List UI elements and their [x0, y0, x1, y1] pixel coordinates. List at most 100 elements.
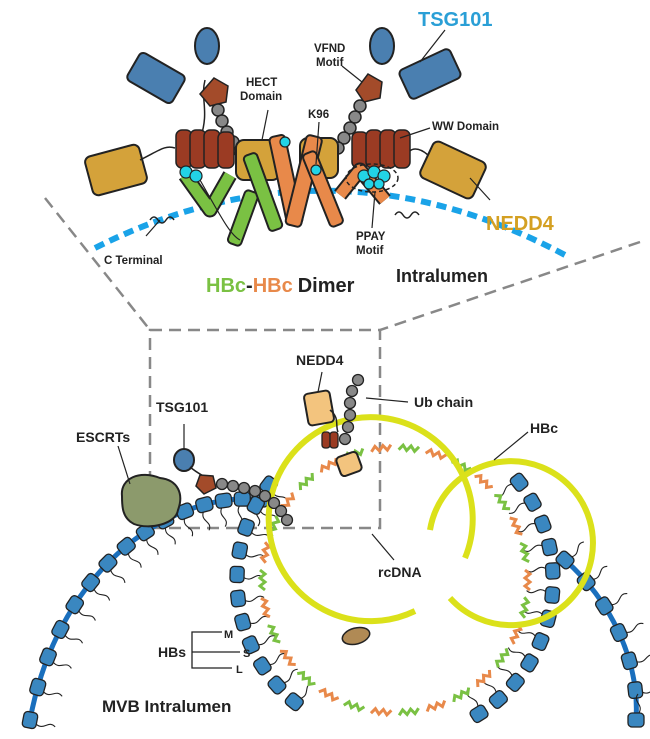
tsg101-left-assembly: [126, 27, 229, 141]
hbs-protein: [39, 647, 72, 669]
rcdna-inner: [427, 458, 596, 629]
label-hbs-l: L: [236, 664, 243, 676]
vfnd-motif-right: [355, 73, 383, 103]
leader-lines-bottom: [117, 371, 529, 561]
ppay-motif-left: [179, 165, 203, 183]
hect-domain-mid: [335, 450, 363, 478]
hbs-protein: [29, 677, 63, 697]
hbs-protein: [284, 682, 313, 712]
hbs-protein: [555, 541, 585, 570]
hbc-subunit: [369, 706, 393, 718]
hbc-subunit: [319, 457, 338, 473]
hbs-protein: [81, 572, 111, 601]
label-k96: K96: [308, 109, 329, 121]
nedd4-hect-right: [419, 140, 487, 200]
label-rcdna: rcDNA: [378, 564, 422, 580]
tsg101-right-assembly: [355, 27, 462, 103]
rcdna-outer: [265, 414, 476, 625]
label-hbs-s: S: [243, 648, 250, 660]
hbc-subunit: [474, 473, 494, 490]
nedd4-hect-left: [84, 143, 148, 197]
label-ppay-motif-1: PPAY: [356, 231, 386, 243]
hbc-subunit: [397, 442, 421, 454]
label-c-terminal: C Terminal: [104, 255, 163, 267]
label-ub-chain: Ub chain: [414, 394, 473, 410]
tsg101-mid-vfnd: [195, 474, 217, 495]
hbc-subunit: [318, 687, 340, 702]
ppay-motif-highlight: [345, 163, 399, 193]
hbs-protein: [507, 647, 539, 673]
hbs-protein: [98, 553, 126, 583]
ww-domain-right: [351, 129, 411, 169]
hbc-subunit: [370, 443, 393, 454]
hbc-subunit: [257, 568, 268, 592]
hbs-protein: [523, 537, 558, 557]
label-hect-domain-2: Domain: [240, 91, 282, 103]
leader-lines-top: [145, 29, 491, 237]
ub-chain-mid-vertical: [338, 373, 365, 446]
label-hbs-m: M: [224, 629, 233, 641]
hbs-protein: [466, 690, 489, 724]
label-escrts: ESCRTs: [76, 429, 130, 445]
hbs-protein: [526, 562, 561, 580]
hbc-green-monomer: [178, 152, 284, 247]
label-ww-domain: WW Domain: [432, 121, 499, 133]
label-dimer: Dimer: [298, 275, 355, 297]
hbs-protein: [229, 565, 264, 584]
hbs-envelope-ring: [229, 472, 561, 724]
hbc-subunit: [342, 699, 366, 713]
hbs-protein: [229, 589, 265, 608]
hbs-protein: [253, 652, 286, 676]
hbs-protein: [51, 619, 84, 644]
hbc-subunit: [424, 447, 448, 461]
ww-domain-left: [175, 129, 235, 169]
label-hect-domain-1: HECT: [246, 77, 277, 89]
hbs-protein: [234, 612, 269, 632]
label-nedd4-top: NEDD4: [486, 213, 555, 235]
hbs-protein: [65, 595, 96, 621]
hbs-protein: [620, 651, 650, 671]
hbs-protein: [214, 492, 233, 527]
hbs-protein: [508, 492, 542, 514]
tsg101-uev-domain-left: [194, 27, 220, 65]
hbc-subunit: [509, 516, 523, 536]
c-terminal-right: [394, 211, 420, 219]
hbc-subunit: [259, 541, 272, 564]
tsg101-body-right: [398, 48, 462, 100]
label-vfnd-motif-2: Motif: [316, 57, 344, 69]
label-ppay-motif-2: Motif: [356, 245, 384, 257]
label-tsg101-top: TSG101: [418, 9, 492, 31]
hbs-protein: [116, 536, 142, 568]
hbc-subunit: [519, 541, 530, 564]
zoom-line-right: [379, 240, 641, 332]
mvb-membrane-right: [563, 558, 639, 721]
hbc-subunit: [494, 493, 511, 511]
zoom-box: [148, 328, 382, 530]
hbs-protein: [21, 710, 56, 730]
hbc-subunit: [452, 687, 471, 703]
label-hbc-capsid: HBc: [530, 420, 558, 436]
label-intralumen: Intralumen: [396, 266, 488, 286]
hbc-subunit: [397, 706, 420, 717]
hbc-subunit: [509, 623, 523, 645]
tsg101-uev-domain-right: [369, 27, 395, 65]
label-hbc-green: HBc: [206, 275, 246, 297]
hbc-subunit: [522, 568, 533, 592]
hbc-subunit: [279, 649, 296, 667]
hbs-protein: [627, 681, 650, 700]
hbc-subunit: [260, 596, 271, 619]
hbs-protein: [594, 593, 628, 616]
hbs-protein: [526, 586, 561, 604]
label-hbc-dash: -: [246, 275, 253, 297]
hbs-protein: [517, 514, 552, 534]
hbc-subunit: [518, 596, 531, 619]
c-terminal-left: [149, 216, 175, 224]
label-hbc-orange: HBc: [253, 275, 293, 297]
hbc-capsid-ring: [257, 442, 533, 718]
hbc-subunit: [425, 700, 447, 713]
hbc-subunit: [475, 669, 492, 688]
hbs-protein: [195, 496, 214, 531]
nedd4-mid: [303, 389, 335, 427]
